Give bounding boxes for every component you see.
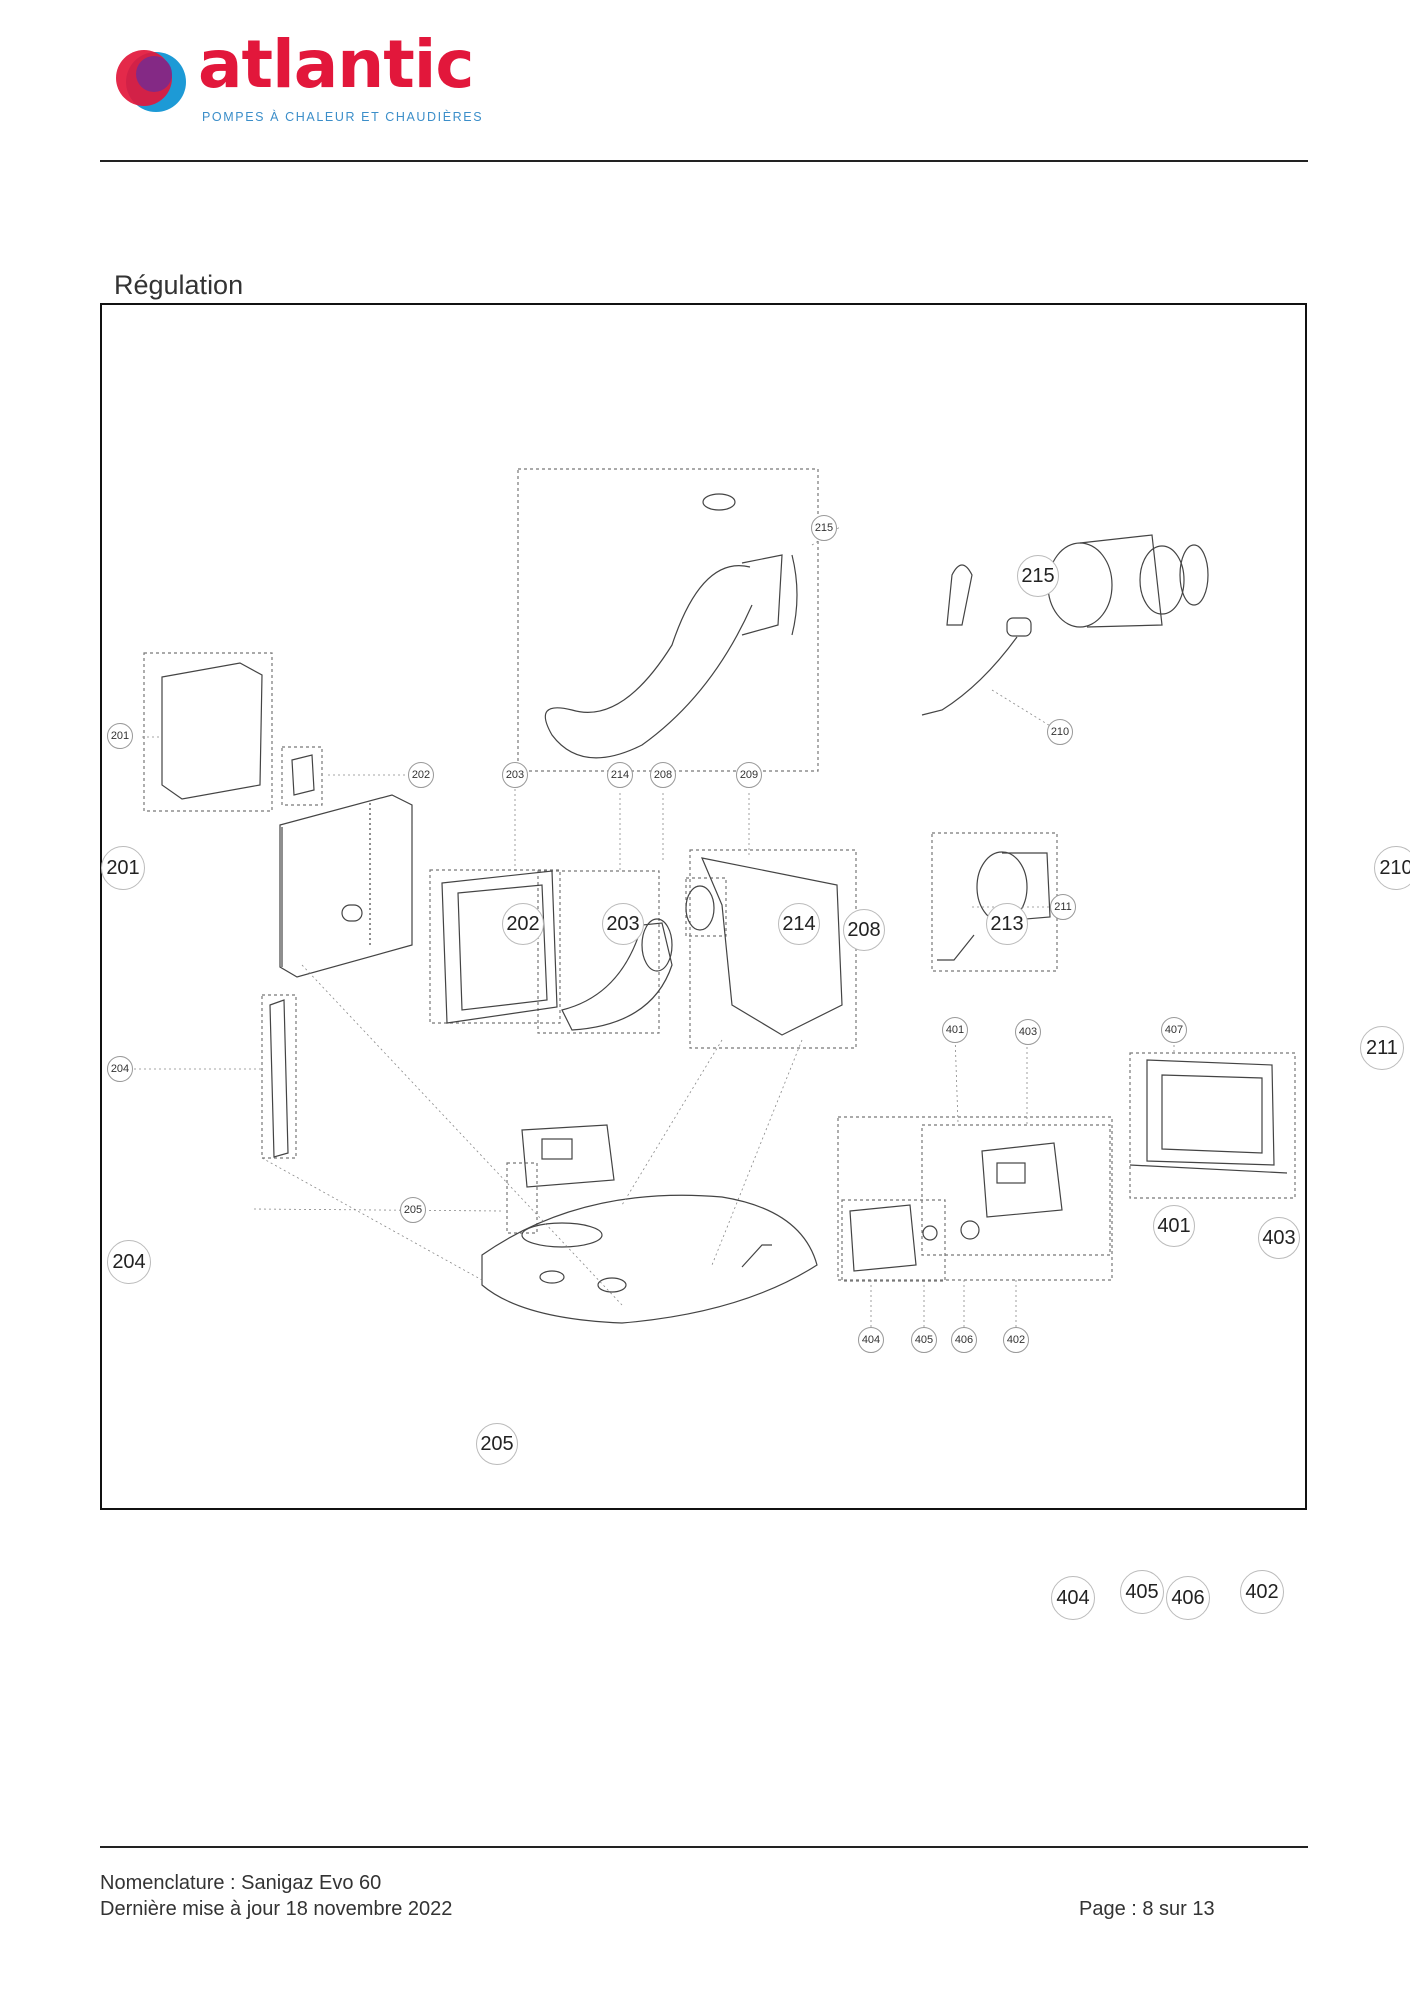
callout-large-203: 203 xyxy=(602,903,644,945)
atlantic-logo: atlantic POMPES À CHALEUR ET CHAUDIÈRES xyxy=(112,26,492,128)
outside-callout-402: 402 xyxy=(1240,1570,1284,1614)
callout-large-403: 403 xyxy=(1258,1217,1300,1259)
callout-407: 407 xyxy=(1161,1017,1187,1043)
diagram-drawing xyxy=(134,468,1296,1341)
callout-204: 204 xyxy=(107,1056,133,1082)
callout-205: 205 xyxy=(400,1197,426,1223)
callout-201: 201 xyxy=(107,723,133,749)
footer-divider xyxy=(100,1846,1308,1848)
callout-208: 208 xyxy=(650,762,676,788)
callout-404: 404 xyxy=(858,1327,884,1353)
callout-402: 402 xyxy=(1003,1327,1029,1353)
outside-callout-406: 406 xyxy=(1166,1576,1210,1620)
callout-214: 214 xyxy=(607,762,633,788)
callout-large-208: 208 xyxy=(843,909,885,951)
outside-callout-404: 404 xyxy=(1051,1576,1095,1620)
callout-large-213: 213 xyxy=(986,903,1028,945)
callout-211: 211 xyxy=(1050,894,1076,920)
outside-callout-210: 210 xyxy=(1374,846,1410,890)
brand-tagline: POMPES À CHALEUR ET CHAUDIÈRES xyxy=(202,110,484,124)
header-divider xyxy=(100,160,1308,162)
footer-nomenclature: Nomenclature : Sanigaz Evo 60 xyxy=(100,1872,382,1894)
callout-405: 405 xyxy=(911,1327,937,1353)
outside-callout-201: 201 xyxy=(101,846,145,890)
callout-large-214: 214 xyxy=(778,903,820,945)
outside-callout-211: 211 xyxy=(1360,1026,1404,1070)
exploded-diagram: 215 201 202 203 214 208 209 210 211 204 … xyxy=(100,303,1307,1510)
callout-401: 401 xyxy=(942,1017,968,1043)
callout-large-205: 205 xyxy=(476,1423,518,1465)
callout-large-202: 202 xyxy=(502,903,544,945)
callout-210: 210 xyxy=(1047,719,1073,745)
footer-page-number: Page : 8 sur 13 xyxy=(1079,1898,1215,1920)
callout-406: 406 xyxy=(951,1327,977,1353)
callout-203: 203 xyxy=(502,762,528,788)
footer-update-date: Dernière mise à jour 18 novembre 2022 xyxy=(100,1898,453,1920)
atlantic-logo-mark-icon xyxy=(116,50,186,112)
callout-209: 209 xyxy=(736,762,762,788)
section-title: Régulation xyxy=(114,270,244,300)
callout-large-401: 401 xyxy=(1153,1205,1195,1247)
callout-202: 202 xyxy=(408,762,434,788)
brand-name: atlantic xyxy=(198,26,475,103)
callout-large-215: 215 xyxy=(1017,555,1059,597)
callout-215: 215 xyxy=(811,515,837,541)
outside-callout-204: 204 xyxy=(107,1240,151,1284)
outside-callout-405: 405 xyxy=(1120,1570,1164,1614)
callout-403: 403 xyxy=(1015,1019,1041,1045)
